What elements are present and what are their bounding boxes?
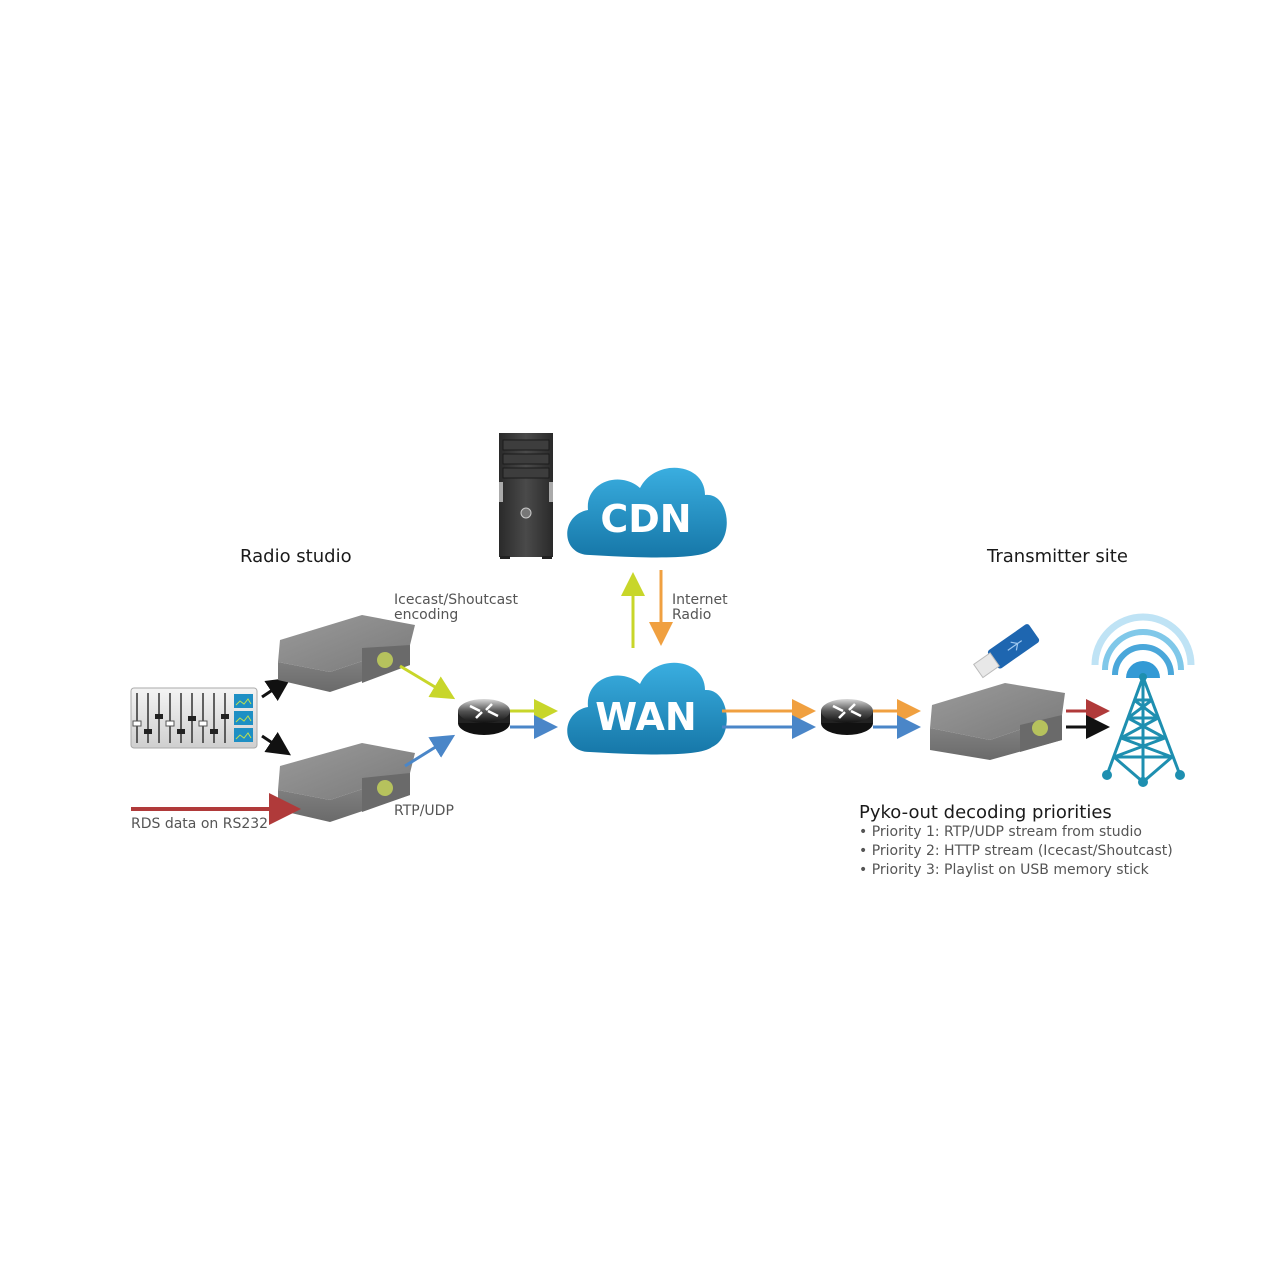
rds-data-label: RDS data on RS232 bbox=[131, 816, 269, 832]
mixer-to-encoder-arrow bbox=[261, 677, 291, 701]
server-tower-icon bbox=[499, 433, 553, 559]
router-icon bbox=[821, 699, 873, 735]
cdn-cloud-icon bbox=[567, 467, 727, 558]
encoder-device-icon bbox=[278, 743, 415, 822]
decoding-priorities: Pyko-out decoding priorities • Priority … bbox=[859, 802, 1173, 880]
cdn-cloud-label: CDN bbox=[600, 497, 691, 541]
usb-stick-icon bbox=[973, 624, 1040, 679]
internet-radio-label-line1: Internet bbox=[672, 592, 728, 608]
priority-item: • Priority 1: RTP/UDP stream from studio bbox=[859, 824, 1142, 840]
priorities-title: Pyko-out decoding priorities bbox=[859, 802, 1112, 823]
icecast-label-line2: encoding bbox=[394, 607, 459, 623]
router-icon bbox=[458, 699, 510, 735]
priority-item: • Priority 2: HTTP stream (Icecast/Shout… bbox=[859, 843, 1173, 859]
encoder-device-icon bbox=[278, 615, 415, 692]
rtp-udp-label: RTP/UDP bbox=[394, 803, 454, 819]
audio-mixer-icon bbox=[130, 687, 258, 749]
transmitter-tower-icon bbox=[1091, 613, 1195, 787]
rtp-stream-arrow bbox=[404, 734, 456, 768]
internet-radio-label: Internet Radio bbox=[672, 593, 728, 623]
internet-radio-label-line2: Radio bbox=[672, 607, 712, 623]
icecast-label: Icecast/Shoutcast encoding bbox=[394, 593, 518, 623]
wan-cloud-icon bbox=[567, 662, 727, 755]
icecast-stream-arrow bbox=[399, 664, 456, 700]
decoder-device-icon bbox=[930, 683, 1065, 760]
wan-cloud-label: WAN bbox=[595, 695, 696, 739]
icecast-label-line1: Icecast/Shoutcast bbox=[394, 592, 518, 608]
transmitter-site-heading: Transmitter site bbox=[987, 546, 1128, 567]
priority-item: • Priority 3: Playlist on USB memory sti… bbox=[859, 862, 1149, 878]
mixer-to-encoder-arrow bbox=[261, 732, 291, 756]
radio-studio-heading: Radio studio bbox=[240, 546, 352, 567]
